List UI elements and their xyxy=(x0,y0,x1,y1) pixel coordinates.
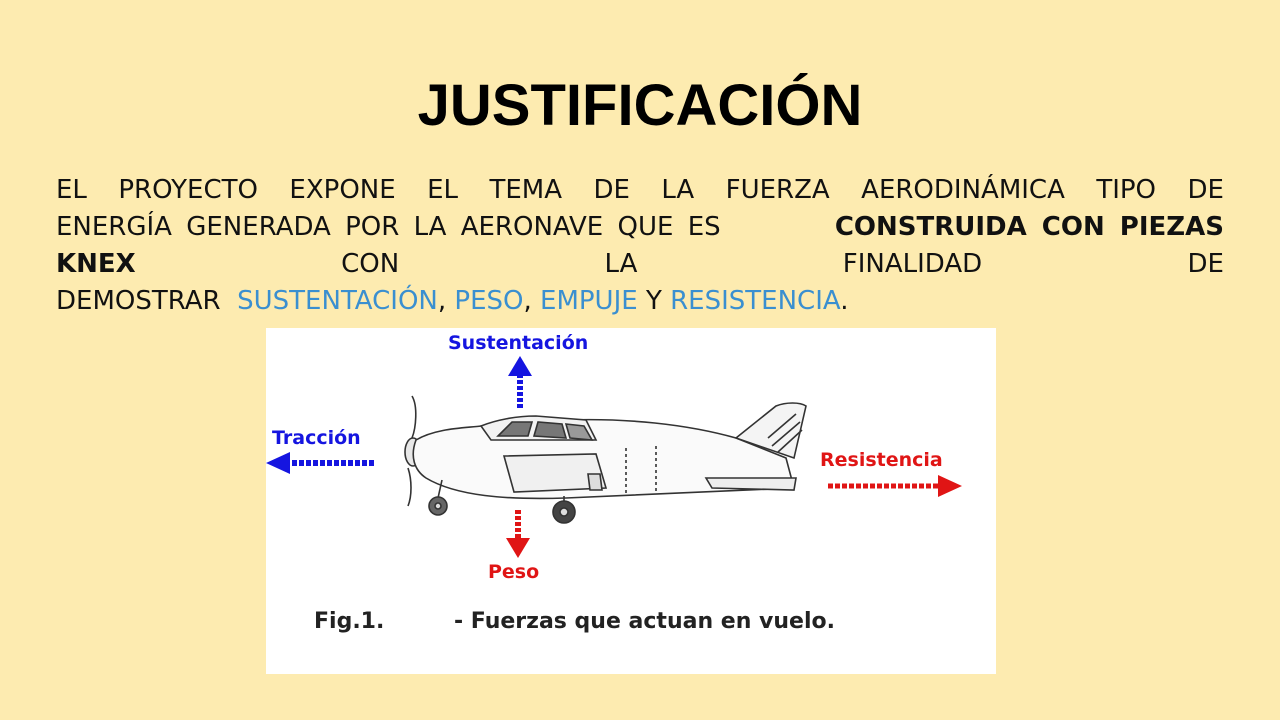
weight-arrow xyxy=(506,510,530,558)
comma: , xyxy=(523,286,532,316)
thrust-arrow xyxy=(266,452,374,474)
term-resistencia: RESISTENCIA xyxy=(670,286,841,316)
lift-arrow xyxy=(508,356,532,408)
paragraph-line-1: EL PROYECTO EXPONE EL TEMA DE LA FUERZA … xyxy=(56,172,1224,209)
term-peso: PESO xyxy=(454,286,524,316)
word: LA xyxy=(604,249,638,279)
term-empuje: EMPUJE xyxy=(540,286,638,316)
label-peso: Peso xyxy=(488,561,539,583)
knex-word: KNEX xyxy=(56,249,136,279)
word: FUERZA xyxy=(725,175,830,205)
word: TIPO xyxy=(1096,175,1157,205)
airplane-forces-diagram: Sustentación Tracción Resistencia Peso xyxy=(266,332,962,634)
label-sustentacion: Sustentación xyxy=(448,332,588,354)
paragraph-line-2: ENERGÍA GENERADA POR LA AERONAVE QUE ES … xyxy=(56,209,1224,246)
lead-word: DEMOSTRAR xyxy=(56,286,221,316)
forces-figure: Sustentación Tracción Resistencia Peso xyxy=(266,328,996,674)
word: DE xyxy=(1187,249,1224,279)
connector-y: Y xyxy=(645,286,662,316)
period: . xyxy=(840,286,849,316)
figure-caption-text: - Fuerzas que actuan en vuelo. xyxy=(454,609,835,634)
word: EL xyxy=(56,175,87,205)
line2-bold-text: CONSTRUIDA CON PIEZAS xyxy=(834,212,1224,242)
slide-title: JUSTIFICACIÓN xyxy=(417,73,863,138)
term-sustentacion: SUSTENTACIÓN xyxy=(237,286,438,316)
word: DE xyxy=(1187,175,1224,205)
airplane-illustration xyxy=(404,395,807,524)
word: FINALIDAD xyxy=(842,249,983,279)
word: TEMA xyxy=(489,175,562,205)
label-traccion: Tracción xyxy=(272,427,361,449)
paragraph-line-3: KNEX CON LA FINALIDAD DE xyxy=(56,246,1224,283)
word: PROYECTO xyxy=(118,175,258,205)
word: EXPONE xyxy=(289,175,396,205)
paragraph-line-4: DEMOSTRAR SUSTENTACIÓN, PESO, EMPUJE Y R… xyxy=(56,283,1224,320)
line2-text: ENERGÍA GENERADA POR LA AERONAVE QUE ES xyxy=(56,212,735,242)
word: AERODINÁMICA xyxy=(861,175,1065,205)
word: CON xyxy=(341,249,400,279)
label-resistencia: Resistencia xyxy=(820,449,943,471)
word: DE xyxy=(593,175,630,205)
word: LA xyxy=(661,175,695,205)
drag-arrow xyxy=(828,475,962,497)
word: EL xyxy=(427,175,459,205)
comma: , xyxy=(437,286,447,316)
figure-caption-prefix: Fig.1. xyxy=(314,609,384,634)
justification-paragraph: EL PROYECTO EXPONE EL TEMA DE LA FUERZA … xyxy=(56,172,1224,320)
